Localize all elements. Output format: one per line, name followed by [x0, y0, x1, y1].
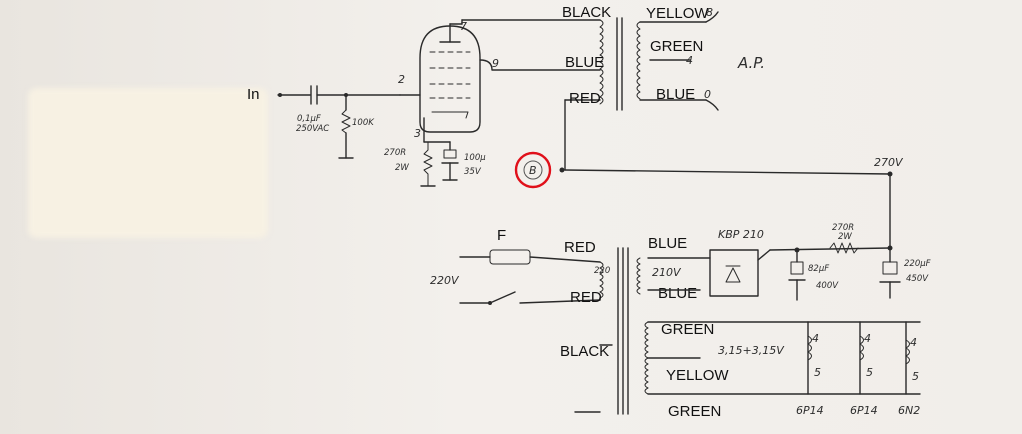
tube-3-pin-b: 5 [912, 370, 919, 383]
b-voltage-label: 270V [874, 156, 904, 169]
fuse-label: F [497, 227, 506, 244]
filter-cap1-voltage: 400V [816, 281, 839, 291]
pin-2: 2 [398, 73, 405, 86]
power-transformer [574, 247, 921, 415]
cathode-network [420, 141, 459, 187]
cathode-resistor-power: 2W [395, 163, 409, 173]
pt-green-bottom-label: GREEN [668, 403, 721, 420]
filter-resistor-value: 270R [832, 223, 854, 233]
b-marker-label: B [529, 164, 537, 177]
tube-3-pin-a: 4 [910, 336, 917, 349]
pt-red-bottom-label: RED [570, 289, 602, 306]
filter-cap1-value: 82µF [808, 264, 829, 274]
input-label: In [247, 86, 260, 103]
ot-blue2-label: BLUE [656, 86, 695, 103]
b-marker-inner [523, 160, 543, 180]
b-marker-ring [514, 151, 552, 189]
power-tube [399, 19, 601, 143]
ot-tap-4: 4 [686, 54, 693, 67]
heater-voltage-label: 3,15+3,15V [718, 344, 785, 357]
input-cap-rating: 250VAC [296, 124, 329, 134]
ot-red-label: RED [569, 90, 601, 107]
rectifier-bridge [647, 247, 891, 297]
mains-input [459, 249, 601, 305]
cathode-resistor-value: 270R [384, 148, 406, 158]
grid-resistor [338, 94, 354, 159]
b-plus-rail [559, 167, 893, 249]
output-transformer [564, 11, 719, 171]
speaker-label: A.P. [737, 54, 765, 72]
cathode-cap-voltage: 35V [464, 167, 482, 177]
filter-cap2-voltage: 450V [906, 274, 929, 284]
pt-red-top-label: RED [564, 239, 596, 256]
pt-primary-tap: 220 [594, 266, 610, 276]
mains-label: 220V [430, 274, 460, 287]
input-cap-value: 0,1µF [297, 114, 321, 124]
pin-7: 7 [460, 20, 467, 33]
ot-black-label: BLACK [562, 4, 611, 21]
pt-black-label: BLACK [560, 343, 609, 360]
pt-blue-top-label: BLUE [648, 235, 687, 252]
input-wire [277, 85, 401, 105]
cathode-cap-value: 100µ [464, 153, 486, 163]
filter-network [788, 242, 901, 301]
ot-blue-label: BLUE [565, 54, 604, 71]
tube-2-pin-b: 5 [866, 366, 873, 379]
tube-2-name: 6P14 [850, 404, 878, 417]
tube-1-name: 6P14 [796, 404, 824, 417]
pt-blue-bottom-label: BLUE [658, 285, 697, 302]
pt-secondary-label: 210V [652, 266, 682, 279]
pt-green-top-label: GREEN [661, 321, 714, 338]
pin-3: 3 [414, 127, 421, 140]
pin-9: 9 [492, 57, 499, 70]
heater-filaments [807, 321, 910, 395]
filter-cap2-value: 220µF [904, 259, 931, 269]
paper-highlight [28, 88, 268, 238]
tube-3-name: 6N2 [898, 404, 920, 417]
ot-tap-8: 8 [706, 6, 713, 19]
ot-green-label: GREEN [650, 38, 703, 55]
grid-resistor-value: 100K [352, 118, 375, 128]
pt-yellow-label: YELLOW [666, 367, 729, 384]
tube-1-pin-b: 5 [814, 366, 821, 379]
tube-2-pin-a: 4 [864, 332, 871, 345]
ot-tap-0: 0 [704, 88, 711, 101]
rectifier-label: KBP 210 [718, 228, 764, 241]
filter-resistor-power: 2W [838, 232, 852, 242]
tube-1-pin-a: 4 [812, 332, 819, 345]
ot-yellow-label: YELLOW [646, 5, 709, 22]
